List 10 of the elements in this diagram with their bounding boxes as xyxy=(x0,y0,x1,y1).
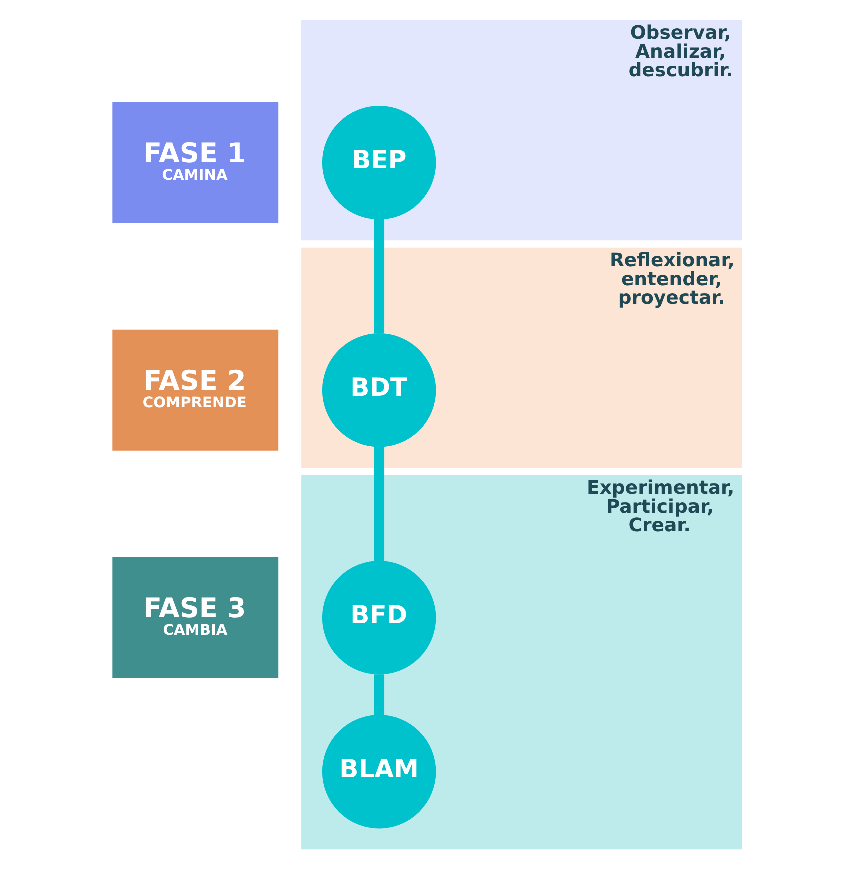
node-box: FASE 3 CAMBIA xyxy=(112,557,278,678)
node-circle: BEP xyxy=(322,106,436,220)
connector xyxy=(374,219,384,334)
node-box: FASE 1 CAMINA xyxy=(112,102,278,224)
node-box: FASE 2 COMPRENDE xyxy=(112,330,278,451)
node-circle: BLAM xyxy=(322,714,436,829)
connector xyxy=(374,446,384,562)
node-circle: BFD xyxy=(322,561,436,675)
node-circle: BDT xyxy=(322,334,436,448)
connector xyxy=(374,674,384,716)
